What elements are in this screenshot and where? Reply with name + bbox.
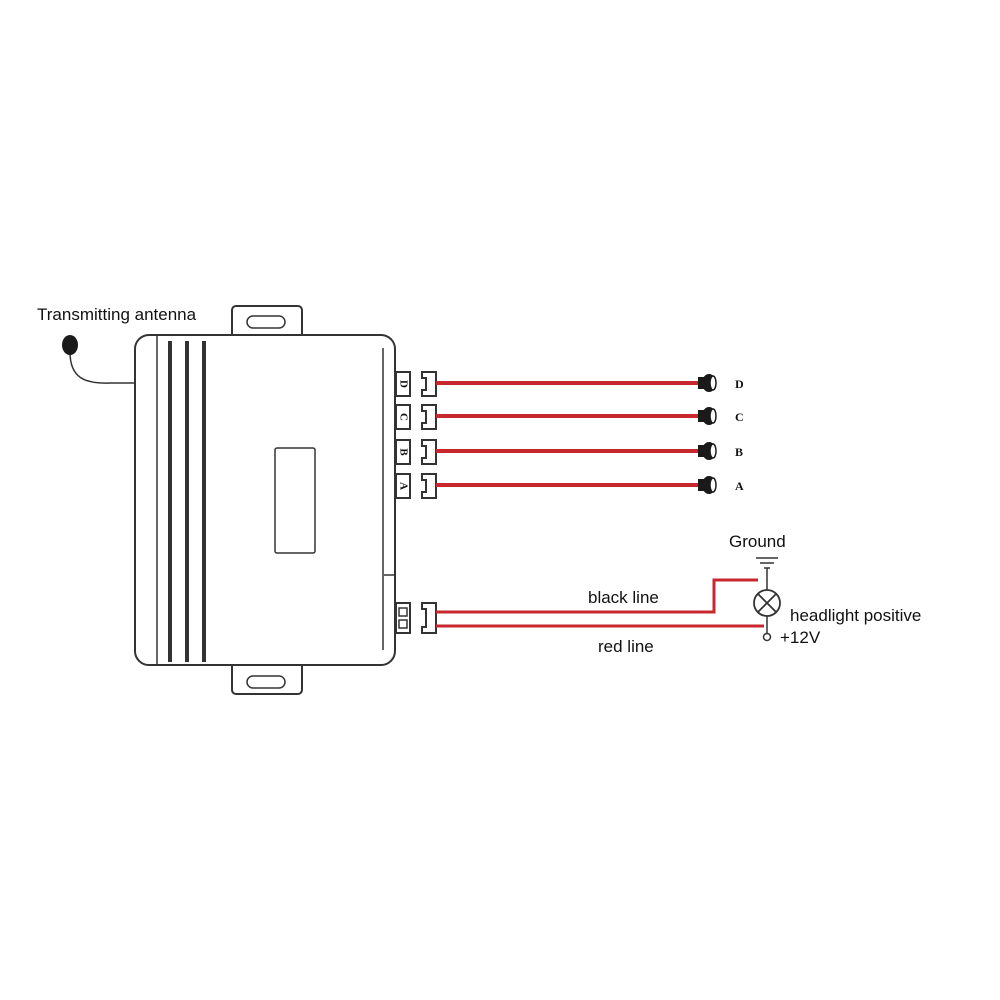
port-b: B	[395, 439, 437, 465]
black-line-label: black line	[588, 588, 659, 607]
headlight-label: headlight positive	[790, 606, 921, 625]
receiver-module	[134, 334, 396, 666]
terminal-a-icon	[698, 476, 717, 494]
terminal-c-icon	[698, 407, 717, 425]
port-c-letter: C	[397, 413, 409, 421]
antenna-cable	[69, 351, 135, 384]
port-a-letter: A	[397, 482, 409, 490]
voltage-label: +12V	[780, 628, 821, 647]
antenna-label: Transmitting antenna	[37, 305, 197, 324]
module-label-window	[274, 447, 316, 554]
output-label-b: B	[735, 445, 743, 459]
port-c: C	[395, 404, 437, 430]
terminal-d-icon	[698, 374, 717, 392]
mounting-tab-top	[231, 305, 303, 343]
ground-label: Ground	[729, 532, 786, 551]
port-d-letter: D	[397, 380, 409, 388]
output-label-a: A	[735, 479, 744, 493]
port-b-letter: B	[397, 448, 409, 456]
black-line-wire	[436, 578, 758, 614]
red-line-label: red line	[598, 637, 654, 656]
terminal-b-icon	[698, 442, 717, 460]
ground-icon	[756, 557, 778, 590]
port-a: A	[395, 473, 437, 499]
headlight-port	[395, 602, 437, 634]
output-label-c: C	[735, 410, 744, 424]
output-label-d: D	[735, 377, 744, 391]
port-d: D	[395, 371, 437, 397]
supply-terminal-icon	[762, 632, 772, 642]
antenna-tip-icon	[62, 335, 78, 355]
headlight-lamp-icon	[753, 589, 781, 617]
